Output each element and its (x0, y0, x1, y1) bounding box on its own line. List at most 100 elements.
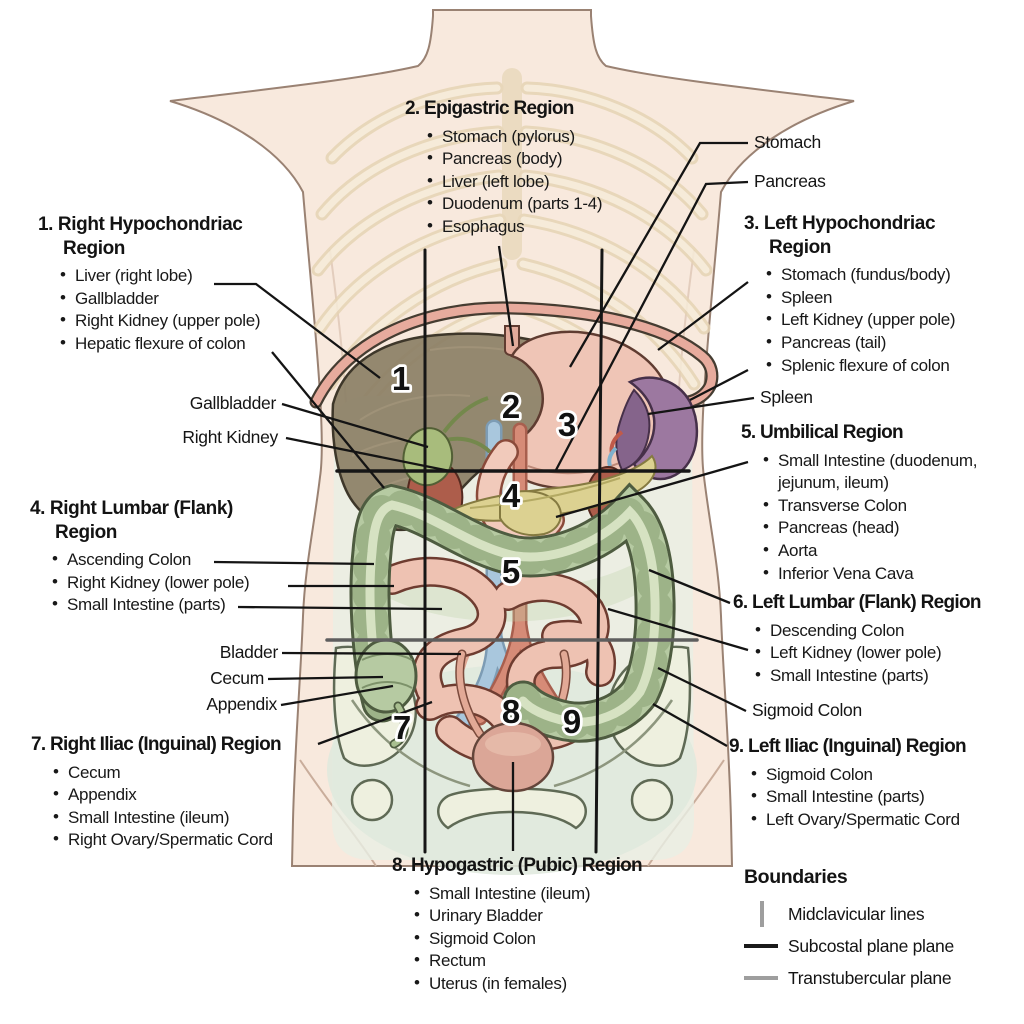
region-number-3: 3 (558, 406, 576, 443)
region-item: Urinary Bladder (414, 904, 702, 928)
region-item: Small Intestine (duodenum, jejunum, ileu… (763, 449, 1006, 495)
legend-item-label: Midclavicular lines (788, 903, 925, 924)
region-item: Inferior Vena Cava (763, 562, 1006, 586)
region-list: Cecum Appendix Small Intestine (ileum) R… (31, 761, 331, 852)
region-item: Appendix (53, 783, 331, 807)
legend-item: Transtubercular plane (744, 962, 1024, 994)
appendix-shape (389, 701, 409, 749)
region-item: Pancreas (head) (763, 516, 1006, 540)
region-title: 9. Left Iliac (Inguinal) Region (729, 736, 967, 757)
callout-line-region9 (652, 702, 728, 748)
midclavicular-line-left (594, 248, 604, 854)
region-list: Stomach (pylorus) Pancreas (body) Liver … (405, 125, 705, 239)
callout-line-right-kidney (285, 436, 451, 473)
region-number-4: 4 (502, 477, 521, 514)
organ-label-spleen: Spleen (760, 387, 813, 407)
organ-label-appendix: Appendix (206, 694, 277, 714)
region-item: Duodenum (parts 1-4) (427, 192, 705, 216)
organ-label-stomach: Stomach (754, 132, 821, 152)
boundaries-legend: Boundaries Midclavicular lines Subcostal… (744, 866, 1024, 994)
diaphragm (309, 301, 719, 409)
region-item: Descending Colon (755, 619, 1024, 643)
region-item: Transverse Colon (763, 494, 1006, 518)
region-item: Sigmoid Colon (414, 927, 702, 951)
region-number-2: 2 (502, 388, 520, 425)
region-block-5: 5. Umbilical Region Small Intestine (duo… (741, 421, 1006, 585)
region-item: Right Kidney (upper pole) (60, 309, 298, 333)
legend-item: Midclavicular lines (744, 898, 1024, 930)
callout-line-appendix (280, 684, 394, 707)
cecum-shape (354, 638, 418, 714)
callout-line-spleen (647, 396, 755, 416)
region-number-8: 8 (502, 693, 520, 730)
region-item: Liver (right lobe) (60, 264, 298, 288)
region-item: Ascending Colon (52, 548, 288, 572)
legend-item-label: Subcostal plane plane (788, 935, 954, 956)
callout-line-region5 (555, 460, 749, 519)
region-title: 1. Right Hypochondriac Region (38, 214, 243, 259)
subcostal-swatch-icon (744, 944, 788, 948)
region-number-5: 5 (502, 553, 520, 590)
region-item: Sigmoid Colon (751, 763, 1024, 787)
organ-label-right-kidney: Right Kidney (182, 427, 278, 447)
region-item: Small Intestine (ileum) (53, 806, 331, 830)
region-block-6: 6. Left Lumbar (Flank) Region Descending… (733, 591, 1024, 687)
region-item: Right Kidney (lower pole) (52, 571, 288, 595)
organ-label-cecum: Cecum (210, 668, 264, 688)
callout-line-stomach-fundus (657, 281, 749, 351)
callout-line-region2 (497, 245, 515, 347)
region-title: 8. Hypogastric (Pubic) Region (392, 855, 643, 876)
organ-label-pancreas: Pancreas (754, 171, 826, 191)
region-block-1: 1. Right Hypochondriac Region Liver (rig… (38, 213, 298, 356)
callout-line-gallbladder (281, 402, 429, 449)
callout-line-splenic-flexure (689, 368, 749, 402)
region-number-9: 9 (563, 703, 581, 740)
region-block-9: 9. Left Iliac (Inguinal) Region Sigmoid … (729, 735, 1024, 831)
midclavicular-swatch-icon (744, 901, 788, 927)
region-item: Pancreas (body) (427, 147, 705, 171)
region-title: 6. Left Lumbar (Flank) Region (733, 592, 982, 613)
region-item: Liver (left lobe) (427, 170, 705, 194)
region-block-2: 2. Epigastric Region Stomach (pylorus) P… (405, 97, 705, 239)
bladder-shape (471, 721, 555, 793)
region-item: Small Intestine (parts) (52, 593, 288, 617)
organ-label-gallbladder: Gallbladder (189, 393, 277, 413)
region-item: Rectum (414, 949, 702, 973)
region-title: 4. Right Lumbar (Flank) Region (30, 498, 233, 543)
region-item: Esophagus (427, 215, 705, 239)
region-item: Small Intestine (ileum) (414, 882, 702, 906)
region-list: Sigmoid Colon Small Intestine (parts) Le… (729, 763, 1024, 832)
region-block-8: 8. Hypogastric (Pubic) Region Small Inte… (392, 854, 702, 996)
region-title: 7. Right Iliac (Inguinal) Region (31, 734, 282, 755)
region-item: Left Kidney (lower pole) (755, 641, 1024, 665)
organ-label-bladder: Bladder (219, 642, 279, 662)
organ-label-sigmoid-colon: Sigmoid Colon (752, 700, 862, 720)
callout-line-bladder (281, 651, 462, 656)
region-item: Left Ovary/Spermatic Cord (751, 808, 1024, 832)
callout-line-sigmoid (657, 666, 747, 713)
spleen-shape (607, 376, 699, 481)
region-number-1: 1 (392, 360, 410, 397)
region-list: Ascending Colon Right Kidney (lower pole… (30, 548, 288, 617)
legend-title: Boundaries (744, 866, 848, 888)
region-list: Liver (right lobe) Gallbladder Right Kid… (38, 264, 298, 356)
callout-line-region7 (317, 700, 433, 746)
region-block-4: 4. Right Lumbar (Flank) Region Ascending… (30, 497, 288, 617)
region-number-7: 7 (393, 709, 411, 746)
region-item: Stomach (fundus/body) (766, 263, 989, 287)
region-item: Hepatic flexure of colon (60, 332, 298, 356)
region-item: Spleen (766, 286, 989, 310)
legend-item: Subcostal plane plane (744, 930, 1024, 962)
region-title: 5. Umbilical Region (741, 422, 904, 443)
region-list: Small Intestine (duodenum, jejunum, ileu… (741, 449, 1006, 586)
colon-shape (349, 482, 676, 743)
transtubercular-swatch-icon (744, 976, 788, 980)
region-item: Stomach (pylorus) (427, 125, 705, 149)
region-item: Splenic flexure of colon (766, 354, 989, 378)
callout-line-cecum (267, 675, 384, 681)
region-title: 2. Epigastric Region (405, 98, 574, 119)
region-item: Gallbladder (60, 287, 298, 311)
region-item: Cecum (53, 761, 331, 785)
legend-item-label: Transtubercular plane (788, 967, 952, 988)
